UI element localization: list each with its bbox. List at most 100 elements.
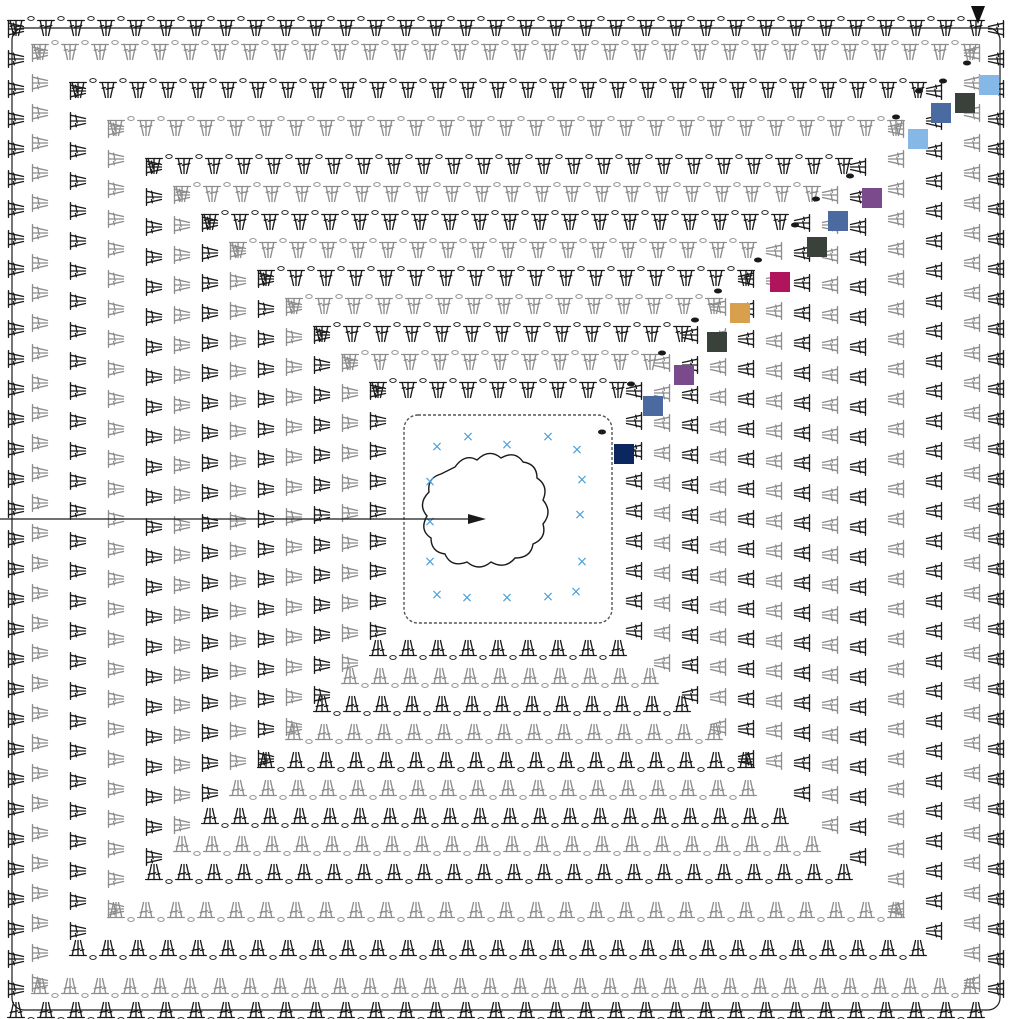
chain-stitch (492, 824, 498, 828)
stitch-cluster (710, 781, 727, 796)
chain-stitch (666, 295, 672, 299)
stitch-cluster (160, 83, 177, 98)
stitch-cluster (562, 215, 579, 230)
stitch-cluster (374, 697, 391, 712)
stitch-cluster (280, 941, 297, 956)
stitch-cluster (326, 159, 343, 174)
stitch-cluster (851, 789, 866, 806)
stitch-cluster (927, 743, 942, 760)
stitch-cluster (850, 941, 867, 956)
stitch-cluster (646, 299, 663, 314)
stitch-cluster (287, 479, 302, 496)
stitch-cluster (147, 849, 162, 866)
stitch-cluster (646, 725, 663, 740)
chain-stitch (612, 824, 618, 828)
stitch-cluster (287, 689, 302, 706)
stitch-cluster (100, 83, 117, 98)
stitch-cluster (520, 941, 537, 956)
stitch-cluster (711, 389, 726, 406)
chain-stitch (728, 918, 734, 922)
chain-stitch (696, 740, 702, 744)
chain-stitch (668, 267, 674, 271)
stitch-cluster (512, 45, 529, 60)
chain-stitch (368, 117, 374, 121)
chain-stitch (252, 211, 258, 215)
chain-stitch (892, 994, 898, 998)
stitch-cluster (9, 141, 24, 158)
stitch-cluster (496, 725, 513, 740)
stitch-cluster (842, 979, 859, 994)
stitch-cluster (927, 713, 942, 730)
stitch-cluster (520, 641, 537, 656)
stitch-cluster (168, 903, 185, 918)
stitch-cluster (740, 781, 757, 796)
stitch-cluster (175, 247, 190, 264)
stitch-cluster (292, 809, 309, 824)
stitch-cluster (231, 423, 246, 440)
stitch-cluster (472, 215, 489, 230)
stitch-cluster (444, 187, 461, 202)
chain-stitch (698, 267, 704, 271)
start-arrow-icon (0, 514, 486, 524)
stitch-cluster (262, 215, 279, 230)
stitch-cluster (676, 299, 693, 314)
stitch-cluster (33, 195, 48, 212)
chain-stitch (472, 994, 478, 998)
stitch-cluster (33, 495, 48, 512)
stitch-cluster (33, 435, 48, 452)
chain-stitch (718, 17, 724, 21)
stitch-cluster (823, 517, 838, 534)
chain-stitch (490, 796, 496, 800)
chain-stitch (210, 956, 216, 960)
stitch-cluster (767, 483, 782, 500)
stitch-cluster (348, 903, 365, 918)
chain-stitch (670, 796, 676, 800)
stitch-cluster (767, 243, 782, 260)
center-x-stitch: × (576, 472, 588, 488)
stitch-cluster (109, 241, 124, 258)
stitch-cluster (380, 243, 397, 258)
stitch-cluster (683, 387, 698, 404)
stitch-cluster (500, 243, 517, 258)
chain-stitch (172, 994, 178, 998)
stitch-cluster (9, 441, 24, 458)
stitch-cluster (231, 603, 246, 620)
stitch-cluster (564, 187, 581, 202)
stitch-cluster (640, 83, 657, 98)
stitch-cluster (374, 327, 391, 342)
stitch-cluster (392, 45, 409, 60)
stitch-cluster (739, 391, 754, 408)
stitch-cluster (795, 695, 810, 712)
stitch-cluster (716, 159, 733, 174)
chain-stitch (374, 852, 380, 856)
chain-stitch (700, 796, 706, 800)
stitch-cluster (989, 21, 1004, 38)
chain-stitch (460, 796, 466, 800)
stitch-cluster (927, 863, 942, 880)
stitch-cluster (71, 683, 86, 700)
chain-stitch (392, 684, 398, 688)
stitch-cluster (259, 631, 274, 648)
stitch-cluster (795, 365, 810, 382)
stitch-cluster (343, 625, 358, 642)
stitch-cluster (989, 261, 1004, 278)
stitch-cluster (842, 45, 859, 60)
color-change-swatch (730, 303, 750, 323)
stitch-cluster (965, 435, 980, 452)
stitch-cluster (380, 781, 397, 796)
stitch-cluster (572, 979, 589, 994)
chain-stitch (702, 211, 708, 215)
stitch-cluster (204, 187, 221, 202)
stitch-cluster (476, 159, 493, 174)
stitch-cluster (430, 641, 447, 656)
stitch-cluster (460, 941, 477, 956)
stitch-cluster (262, 809, 279, 824)
stitch-cluster (989, 801, 1004, 818)
chain-stitch (720, 79, 726, 83)
chain-stitch (388, 17, 394, 21)
stitch-cluster (965, 585, 980, 602)
color-change-swatch (955, 93, 975, 113)
stitch-cluster (790, 941, 807, 956)
stitch-cluster (496, 299, 513, 314)
stitch-cluster (714, 837, 731, 852)
